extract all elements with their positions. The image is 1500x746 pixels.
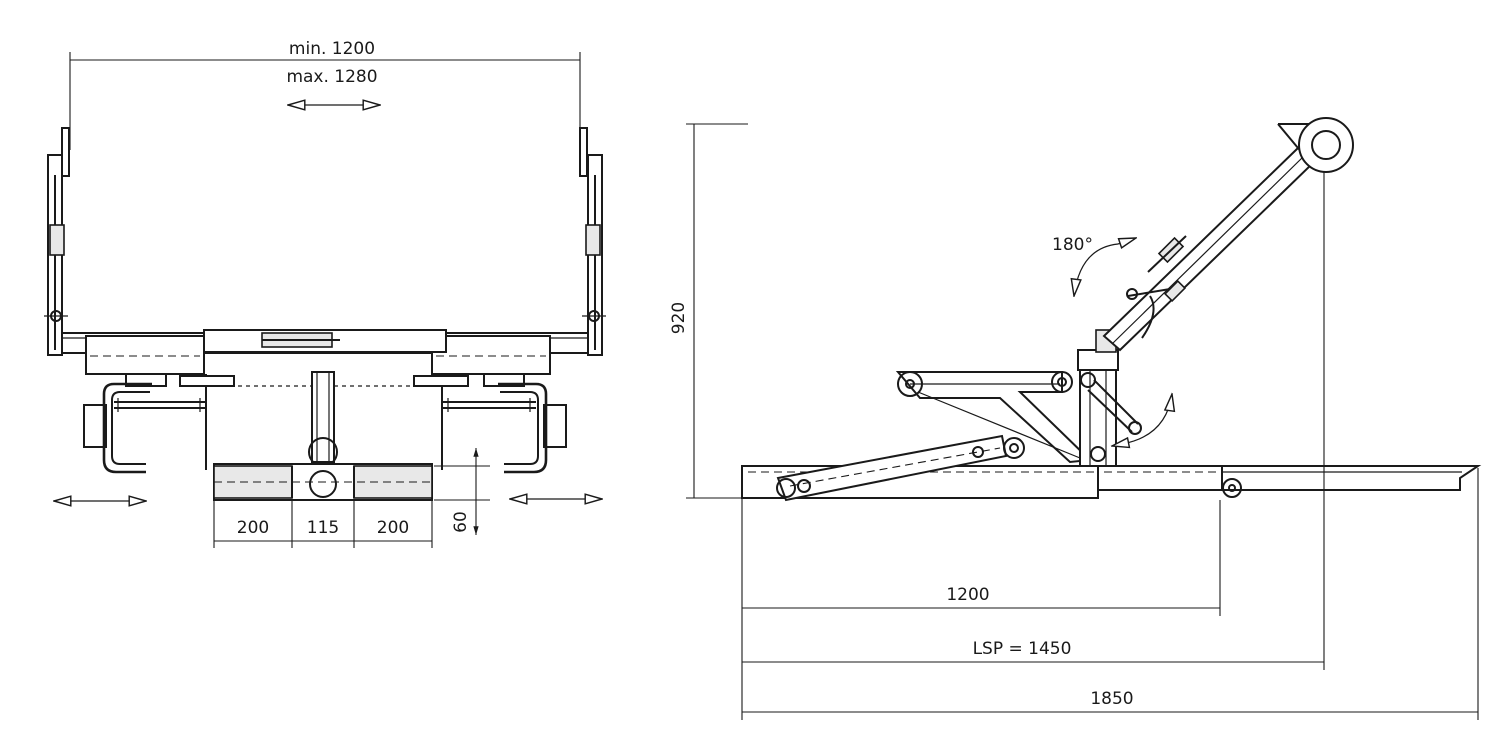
length-1200-label: 1200: [946, 585, 989, 605]
width-min-label: min. 1200: [289, 39, 375, 59]
right-fork-arm: [579, 127, 606, 356]
central-housing: [179, 371, 469, 470]
fork-pockets: [213, 463, 433, 501]
dim-right-label: 200: [377, 518, 409, 538]
right-clamp: [442, 382, 567, 474]
length-lsp-label: LSP = 1450: [973, 639, 1072, 659]
lower-link: [776, 434, 1008, 502]
mast: [1077, 329, 1142, 467]
tilt-arm: [1102, 117, 1354, 352]
height-dimension: 920: [669, 123, 748, 499]
width-max-label: max. 1280: [286, 67, 377, 87]
front-view: min. 1200 max. 1280: [44, 39, 606, 548]
left-fork-arm: [44, 127, 70, 356]
pocket-height-dimension: 60: [434, 448, 490, 535]
height-label: 920: [669, 302, 689, 334]
dim-center-label: 115: [307, 518, 339, 538]
dim-left-label: 200: [237, 518, 269, 538]
side-view: 920: [669, 117, 1482, 720]
fork-tine: [1221, 465, 1482, 491]
pocket-dimensions: 200 115 200: [213, 500, 433, 548]
length-total-label: 1850: [1090, 689, 1133, 709]
length-dimensions: 1200 LSP = 1450 1850: [742, 585, 1478, 713]
rotation-indicator: 180°: [1052, 235, 1172, 446]
left-clamp: [83, 382, 206, 474]
carrier-beam: [61, 329, 589, 387]
rotation-angle-label: 180°: [1052, 235, 1093, 255]
dim-height-label: 60: [451, 511, 471, 533]
width-dimension: min. 1200 max. 1280: [69, 39, 581, 150]
